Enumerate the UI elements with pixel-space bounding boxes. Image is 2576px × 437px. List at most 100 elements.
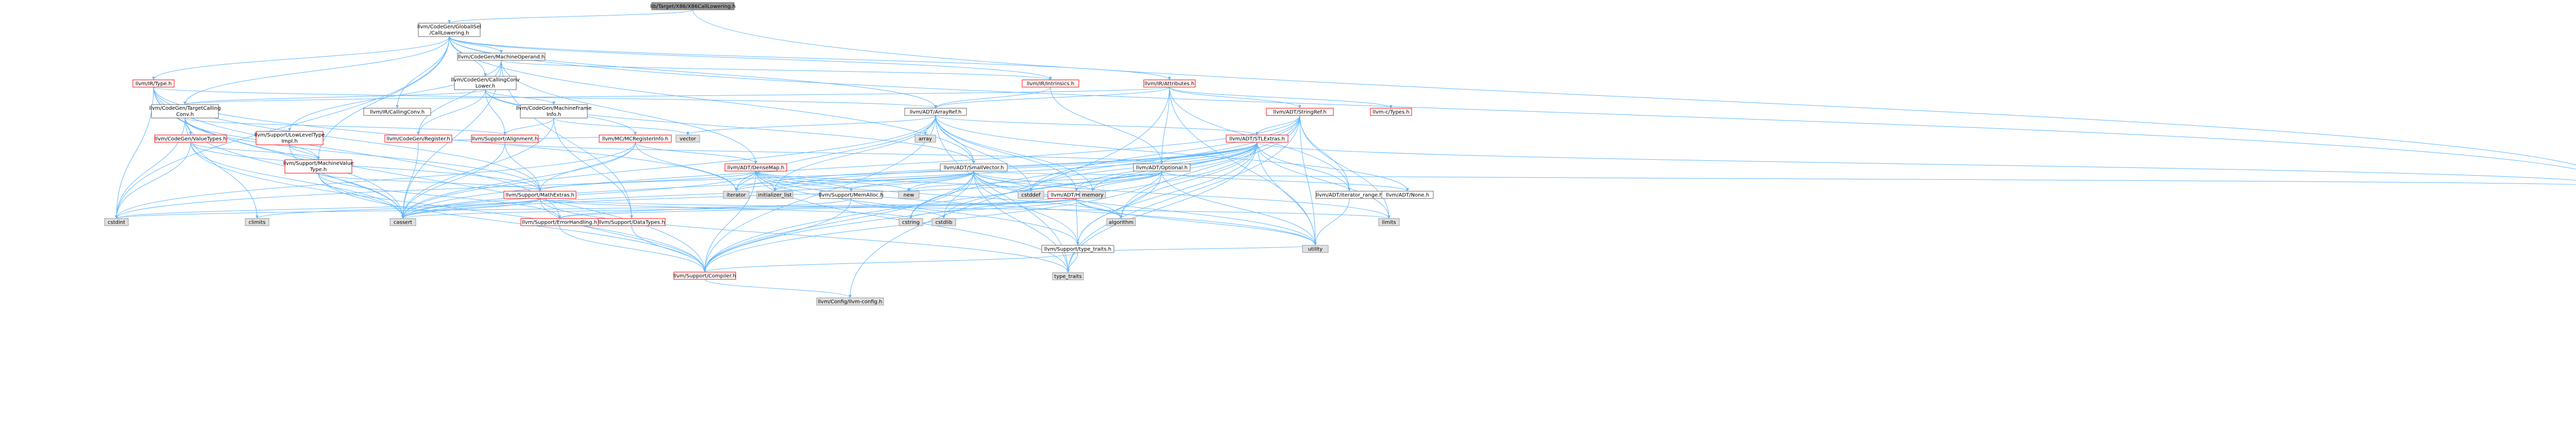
node-box-arrayref (904, 108, 967, 116)
node-mcreg[interactable]: llvm/MC/MCRegisterInfo.h (599, 135, 672, 143)
node-align[interactable]: llvm/Support/Alignment.h (471, 135, 539, 143)
node-label-smallvec: llvm/ADT/SmallVector.h (944, 165, 1004, 171)
edge-iterrange-to-utility (1315, 198, 1350, 246)
edge-optional-to-memory (1092, 171, 1162, 192)
node-label-none: llvm/ADT/None.h (1386, 193, 1429, 198)
edge-cvt-to-mathext (190, 142, 540, 192)
edge-gisel-to-type (153, 36, 450, 80)
node-label-compiler: llvm/Support/Compiler.h (673, 274, 736, 279)
edge-mcreg-to-densemap (635, 142, 756, 164)
node-label-array: array (919, 137, 932, 142)
node-root[interactable]: lib/Target/X86/X86CallLowering.h (650, 2, 736, 10)
node-mathext[interactable]: llvm/Support/MathExtras.h (503, 191, 577, 199)
node-box-attrs (1143, 79, 1196, 88)
node-label-ccs-1: Lower.h (476, 83, 496, 89)
node-optional[interactable]: llvm/ADT/Optional.h (1133, 163, 1191, 172)
edge-gisel-to-mvt (318, 36, 450, 160)
node-reg[interactable]: llvm/CodeGen/Register.h (384, 135, 452, 143)
edge-stlext-to-utility (1257, 142, 1316, 246)
node-stringref[interactable]: llvm/ADT/StringRef.h (1266, 108, 1334, 116)
edge-arrayref-to-vector (687, 115, 936, 136)
node-box-mathext (503, 191, 577, 199)
node-typetraitsllvm[interactable]: llvm/Support/type_traits.h (1041, 245, 1114, 253)
edge-optional-to-typetraitsllvm (1077, 171, 1162, 246)
node-label-ctypes: llvm-c/Types.h (1372, 110, 1409, 115)
node-box-smallvec (940, 163, 1008, 172)
edge-stringref-to-compiler (704, 115, 1300, 273)
node-cvt[interactable]: llvm/CodeGen/ValueTypes.h (154, 135, 227, 143)
node-label-iterator: iterator (726, 193, 746, 198)
edge-arrow-mop-to-intrin (1049, 77, 1052, 80)
node-callconv[interactable]: llvm/IR/CallingConv.h (363, 108, 431, 116)
node-type[interactable]: llvm/IR/Type.h (132, 79, 175, 88)
edge-cvt-to-cassert (190, 142, 403, 219)
node-intrin[interactable]: llvm/IR/Intrinsics.h (1022, 79, 1079, 88)
node-label-llvmconfig: llvm/Config/llvm-config.h (818, 299, 883, 305)
node-datatypes[interactable]: llvm/Support/DataTypes.h (598, 218, 666, 226)
edge-memalloc-to-cstdlib (851, 198, 944, 219)
edge-arrow-smallvec-to-cstddef (1029, 188, 1032, 191)
node-label-tcc-0: llvm/CodeGen/TargetCalling (149, 106, 221, 111)
edge-arrow-hashing-to-cassert (401, 215, 404, 218)
node-label-cvt: llvm/CodeGen/ValueTypes.h (155, 137, 227, 142)
edge-mathext-to-limits (539, 198, 1389, 219)
edge-arrow-gisel-to-callconv (396, 105, 399, 108)
edge-reg-to-cassert (402, 142, 419, 219)
node-arrayref[interactable]: llvm/ADT/ArrayRef.h (904, 108, 967, 116)
edge-stringref-to-algorithm (1121, 115, 1300, 219)
edge-tcc-to-mathext (184, 117, 540, 192)
node-smallvec[interactable]: llvm/ADT/SmallVector.h (940, 163, 1008, 172)
edge-smallvec-to-initlist (774, 171, 974, 192)
edge-mathext-to-typetraits (539, 198, 1069, 273)
node-box-cvt (154, 135, 227, 143)
edge-arrow-typetraitsllvm-to-compiler (703, 269, 706, 272)
edge-stlext-to-initlist (774, 142, 1258, 192)
edge-smallvec-to-functional (973, 171, 2576, 185)
node-stlext[interactable]: llvm/ADT/STLExtras.h (1226, 135, 1289, 143)
node-attrs[interactable]: llvm/IR/Attributes.h (1143, 79, 1196, 88)
node-label-attrs: llvm/IR/Attributes.h (1145, 81, 1195, 87)
edge-mcreg-to-cstdint (116, 142, 636, 219)
edge-smallvec-to-iterator (736, 171, 974, 192)
node-box-callconv (363, 108, 431, 116)
edge-mfi-to-cassert (402, 117, 554, 219)
node-ctypes[interactable]: llvm-c/Types.h (1370, 108, 1412, 116)
node-label-climits: climits (249, 220, 266, 226)
node-densemap[interactable]: llvm/ADT/DenseMap.h (724, 163, 787, 172)
node-memalloc[interactable]: llvm/Support/MemAlloc.h (819, 191, 884, 199)
edge-arrow-mathext-to-climits (256, 215, 259, 218)
edge-arrow-gisel-to-ccs (484, 73, 487, 76)
edge-stlext-to-cstdlib (943, 142, 1258, 219)
edge-attrs-to-tcc (184, 87, 1170, 105)
edge-densemap-to-memalloc (755, 171, 852, 192)
edge-stlext-to-iterrange (1257, 142, 1350, 192)
node-compiler[interactable]: llvm/Support/Compiler.h (673, 272, 736, 280)
edge-smallvec-to-typetraitsllvm (973, 171, 1078, 246)
edge-attrs-to-ctypes (1169, 87, 1392, 109)
edge-optional-to-new (908, 171, 1162, 192)
node-box-llt (256, 131, 324, 145)
node-label-memalloc: llvm/Support/MemAlloc.h (819, 193, 884, 198)
edge-arrow-ccs-to-mfi (552, 102, 555, 105)
node-gisel[interactable]: llvm/CodeGen/GlobalISel/CallLowering.h (417, 23, 481, 37)
edge-densemap-to-new (755, 171, 909, 192)
edge-ccs-to-smallvec (485, 89, 974, 164)
edge-errhandling-to-compiler (559, 225, 705, 273)
node-mop[interactable]: llvm/CodeGen/MachineOperand.h (457, 53, 546, 61)
node-label-mfi-1: Info.h (547, 112, 561, 117)
node-none[interactable]: llvm/ADT/None.h (1381, 191, 1434, 199)
node-iterrange[interactable]: llvm/ADT/iterator_range.h (1315, 191, 1383, 199)
edge-gisel-to-functional (449, 36, 2576, 170)
edge-mvt-to-cassert (318, 173, 403, 219)
node-label-llt-1: Impl.h (281, 139, 297, 144)
edge-align-to-mathext (504, 142, 540, 192)
edge-arrayref-to-memory (935, 115, 1093, 192)
node-label-typetraits: type_traits (1054, 274, 1081, 280)
node-cassert: cassert (389, 218, 416, 226)
node-errhandling[interactable]: llvm/Support/ErrorHandling.h (520, 218, 599, 226)
